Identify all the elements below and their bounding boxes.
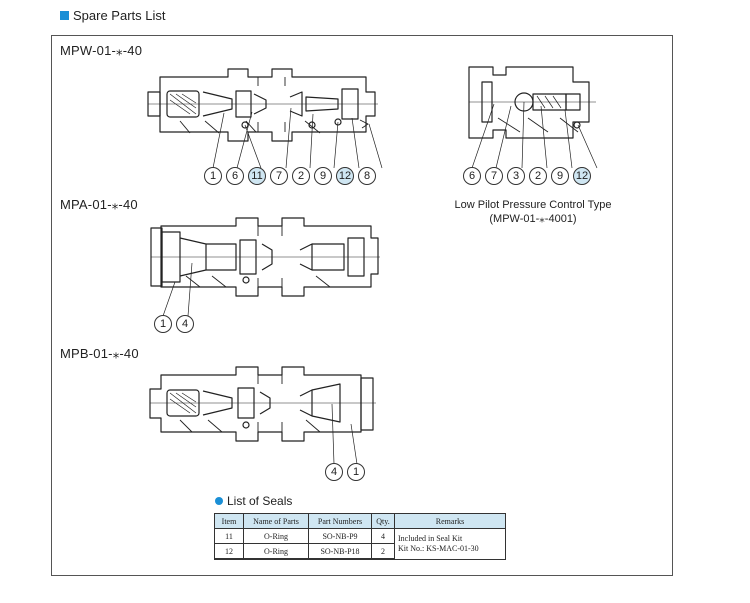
page-title-text: Spare Parts List — [73, 8, 166, 23]
model-label-mpa: MPA-01-⁎-40 — [60, 197, 138, 212]
callout-seal-part: 11 — [248, 167, 266, 185]
callout-part: 1 — [154, 315, 172, 333]
table-row: 12 O-Ring SO-NB-P18 2 — [214, 543, 506, 560]
remarks-line2: Kit No.: KS-MAC-01-30 — [398, 543, 479, 553]
model-label-mpb: MPB-01-⁎-40 — [60, 346, 139, 361]
seals-heading: List of Seals — [215, 494, 292, 508]
low-pilot-callouts: 6 7 3 2 9 12 — [463, 167, 591, 185]
mpa-callouts: 1 4 — [154, 315, 194, 333]
diagram-frame — [51, 35, 673, 576]
remarks-line1: Included in Seal Kit — [398, 533, 463, 543]
mpw-valve-section — [147, 68, 383, 169]
callout-part: 6 — [226, 167, 244, 185]
column-header-remarks: Remarks — [394, 513, 506, 529]
column-header-item: Item — [214, 513, 244, 529]
page-title: Spare Parts List — [60, 8, 166, 23]
title-square-icon — [60, 11, 69, 20]
callout-part: 7 — [270, 167, 288, 185]
seals-heading-text: List of Seals — [227, 494, 293, 508]
low-pilot-caption: Low Pilot Pressure Control Type (MPW-01-… — [438, 198, 628, 226]
bullet-dot-icon — [215, 497, 223, 505]
callout-part: 9 — [314, 167, 332, 185]
callout-part: 4 — [325, 463, 343, 481]
mpw-callouts: 1 6 11 7 2 9 12 8 — [204, 167, 376, 185]
column-header-part-numbers: Part Numbers — [308, 513, 372, 529]
table-row: 11 O-Ring SO-NB-P9 4 Included in Seal Ki… — [214, 528, 506, 560]
cell-item: 11 — [214, 528, 244, 544]
callout-part: 4 — [176, 315, 194, 333]
low-pilot-valve-section — [468, 66, 598, 169]
cell-part-number: SO-NB-P9 — [308, 528, 372, 544]
seals-table-header: Item Name of Parts Part Numbers Qty. Rem… — [214, 513, 506, 529]
cell-item: 12 — [214, 543, 244, 560]
column-header-name: Name of Parts — [243, 513, 309, 529]
mpb-valve-section — [149, 366, 376, 465]
callout-part: 3 — [507, 167, 525, 185]
low-pilot-caption-line2: (MPW-01-⁎-4001) — [489, 213, 577, 225]
mpb-callouts: 4 1 — [325, 463, 365, 481]
seals-table: Item Name of Parts Part Numbers Qty. Rem… — [214, 513, 506, 560]
cell-remarks: Included in Seal Kit Kit No.: KS-MAC-01-… — [394, 528, 506, 560]
callout-part: 2 — [292, 167, 310, 185]
cell-name: O-Ring — [243, 528, 309, 544]
callout-part: 6 — [463, 167, 481, 185]
callout-seal-part: 12 — [573, 167, 591, 185]
low-pilot-caption-line1: Low Pilot Pressure Control Type — [454, 199, 612, 211]
model-label-mpw: MPW-01-⁎-40 — [60, 43, 143, 58]
cell-qty: 4 — [371, 528, 395, 544]
callout-part: 7 — [485, 167, 503, 185]
cell-qty: 2 — [371, 543, 395, 560]
callout-part: 1 — [347, 463, 365, 481]
callout-part: 8 — [358, 167, 376, 185]
callout-part: 1 — [204, 167, 222, 185]
callout-seal-part: 12 — [336, 167, 354, 185]
column-header-qty: Qty. — [371, 513, 395, 529]
cell-name: O-Ring — [243, 543, 309, 560]
cell-part-number: SO-NB-P18 — [308, 543, 372, 560]
callout-part: 9 — [551, 167, 569, 185]
mpa-valve-section — [150, 217, 380, 317]
callout-part: 2 — [529, 167, 547, 185]
